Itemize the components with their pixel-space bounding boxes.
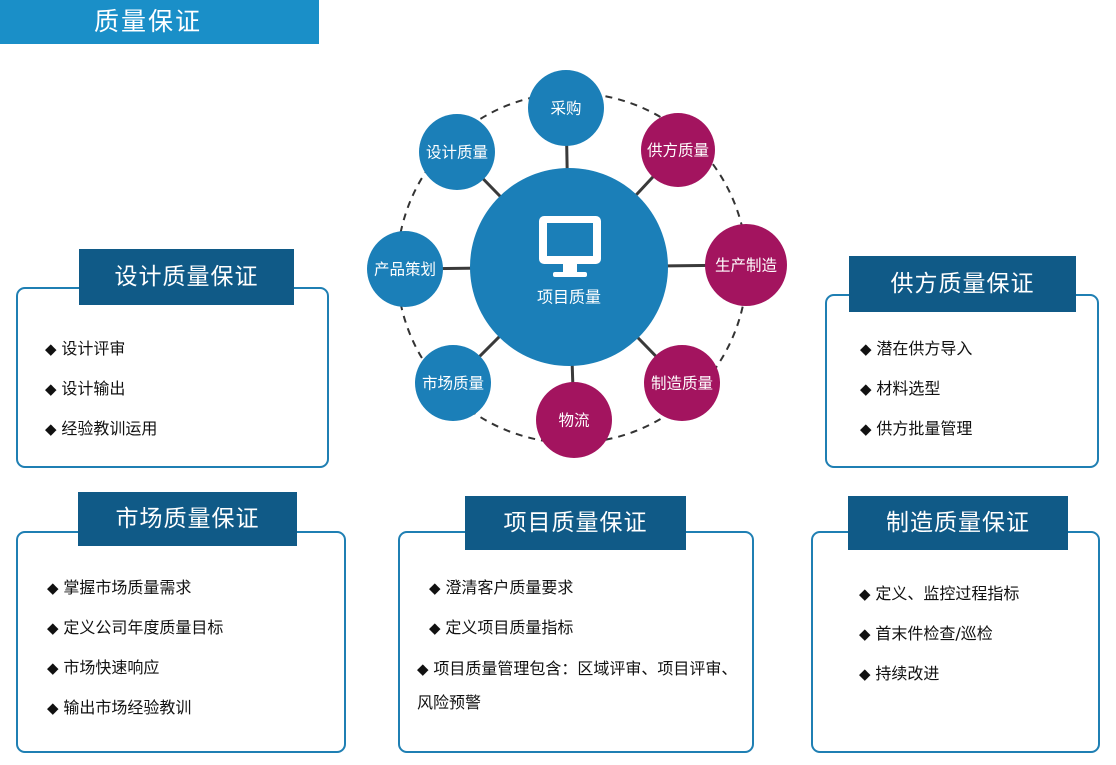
- list-item: 输出市场经验教训: [47, 688, 223, 728]
- project-quality-list: 澄清客户质量要求 定义项目质量指标 项目质量管理包含：区域评审、项目评审、风险预…: [417, 568, 739, 719]
- hub-node-label: 市场质量: [422, 375, 484, 393]
- list-item: 定义项目质量指标: [429, 608, 739, 648]
- hub-node-circle: [644, 345, 720, 421]
- list-item: 掌握市场质量需求: [47, 568, 223, 608]
- hub-node-circle: [415, 345, 491, 421]
- design-quality-list: 设计评审 设计输出 经验教训运用: [45, 329, 157, 449]
- list-item: 首末件检查/巡检: [859, 614, 1019, 654]
- hub-node-circle: [367, 231, 443, 307]
- page-title: 质量保证: [0, 0, 319, 44]
- market-quality-title: 市场质量保证: [78, 492, 297, 546]
- market-quality-box: 掌握市场质量需求 定义公司年度质量目标 市场快速响应 输出市场经验教训: [16, 531, 346, 753]
- hub-node: 制造质量: [644, 345, 720, 421]
- center-label: 项目质量: [537, 288, 601, 307]
- hub-node-label: 产品策划: [374, 261, 436, 279]
- list-item: 设计评审: [45, 329, 157, 369]
- hub-node-circle: [419, 114, 495, 190]
- manufacturing-quality-box: 定义、监控过程指标 首末件检查/巡检 持续改进: [811, 531, 1100, 753]
- list-item: 设计输出: [45, 369, 157, 409]
- hub-node: 产品策划: [367, 231, 443, 307]
- list-item: 定义、监控过程指标: [859, 574, 1019, 614]
- hub-node-label: 生产制造: [715, 257, 778, 275]
- hub-node-circle: [528, 70, 604, 146]
- supplier-quality-box: 潜在供方导入 材料选型 供方批量管理: [825, 294, 1099, 468]
- list-item: 澄清客户质量要求: [429, 568, 739, 608]
- list-item: 持续改进: [859, 654, 1019, 694]
- hub-node-label: 物流: [558, 412, 589, 430]
- hub-node: 采购: [528, 70, 604, 146]
- list-item: 项目质量管理包含：区域评审、项目评审、风险预警: [417, 648, 739, 719]
- hub-node: 供方质量: [641, 113, 715, 187]
- list-item: 经验教训运用: [45, 409, 157, 449]
- manufacturing-quality-list: 定义、监控过程指标 首末件检查/巡检 持续改进: [859, 574, 1019, 694]
- hub-node: 设计质量: [419, 114, 495, 190]
- list-item: 潜在供方导入: [860, 329, 972, 369]
- list-item: 市场快速响应: [47, 648, 223, 688]
- hub-node: 生产制造: [705, 224, 787, 306]
- hub-node-circle: [641, 113, 715, 187]
- hub-node-label: 采购: [550, 100, 581, 118]
- hub-node-label: 设计质量: [426, 144, 488, 162]
- project-quality-title: 项目质量保证: [465, 496, 686, 550]
- list-item: 材料选型: [860, 369, 972, 409]
- monitor-icon: [539, 216, 601, 277]
- hub-node-label: 制造质量: [651, 375, 713, 393]
- hub-node: 市场质量: [415, 345, 491, 421]
- design-quality-title: 设计质量保证: [79, 249, 294, 305]
- project-quality-box: 澄清客户质量要求 定义项目质量指标 项目质量管理包含：区域评审、项目评审、风险预…: [398, 531, 754, 753]
- design-quality-box: 设计评审 设计输出 经验教训运用: [16, 287, 329, 468]
- list-item: 定义公司年度质量目标: [47, 608, 223, 648]
- manufacturing-quality-title: 制造质量保证: [848, 496, 1068, 550]
- hub-node-label: 供方质量: [647, 142, 709, 160]
- supplier-quality-title: 供方质量保证: [849, 256, 1076, 312]
- market-quality-list: 掌握市场质量需求 定义公司年度质量目标 市场快速响应 输出市场经验教训: [47, 568, 223, 728]
- hub-node: 物流: [536, 382, 612, 458]
- hub-node-circle: [536, 382, 612, 458]
- list-item: 供方批量管理: [860, 409, 972, 449]
- hub-node-circle: [705, 224, 787, 306]
- supplier-quality-list: 潜在供方导入 材料选型 供方批量管理: [860, 329, 972, 449]
